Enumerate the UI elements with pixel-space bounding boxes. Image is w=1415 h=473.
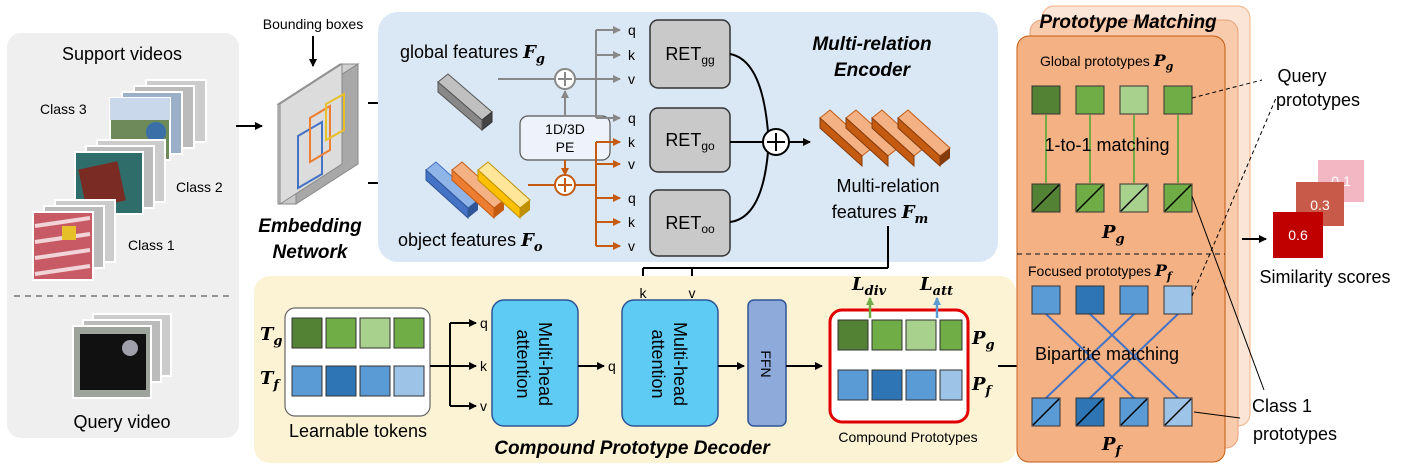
ffn-box: [747, 299, 787, 427]
pe-line1: 1D/3D: [545, 121, 585, 137]
support-videos-title: Support videos: [62, 44, 182, 64]
class1-label: Class 1: [128, 237, 175, 253]
multi-relation-line2: features Fm: [832, 202, 929, 227]
compound-cells-global: [837, 319, 963, 351]
multi-relation-line1: Multi-relation: [836, 176, 939, 196]
svg-text:v: v: [628, 71, 635, 87]
svg-text:q: q: [628, 22, 636, 38]
object-feature-bars: [425, 161, 531, 220]
global-prototypes-label: Global prototypes Pg: [1040, 51, 1174, 73]
encoder-title-line1: Multi-relation: [812, 34, 931, 55]
l-div-label: Ldiv: [851, 274, 887, 299]
class1-prototypes-line2: prototypes: [1253, 424, 1337, 444]
svg-text:v: v: [628, 238, 635, 254]
query-prototypes-line1: Query: [1277, 66, 1326, 86]
query-prototypes-line2: prototypes: [1276, 90, 1360, 110]
global-adder-lines: [498, 26, 621, 122]
ret-oo-box: [649, 189, 731, 257]
ret-sum-node: [762, 128, 790, 156]
ret-go-box: [649, 107, 731, 173]
bipartite-label: Bipartite matching: [1035, 344, 1179, 364]
focused-prototypes-label: Focused prototypes Pf: [1028, 261, 1174, 283]
decoder-k-label: k: [640, 285, 648, 301]
mha1-line1: Multi-head: [535, 322, 555, 406]
svg-text:k: k: [628, 214, 636, 230]
decoder-title: Compound Prototype Decoder: [494, 438, 771, 459]
decoder-v-label: v: [689, 285, 696, 301]
matching-green-lines: [1045, 115, 1179, 183]
svg-text:k: k: [628, 134, 636, 150]
pe-line2: PE: [556, 139, 575, 155]
compound-cells-focused: [837, 369, 963, 401]
mha2-box: [621, 299, 719, 427]
token-cells-global: [291, 317, 425, 349]
ret-sum-lines: [729, 53, 769, 223]
svg-text:q: q: [628, 190, 636, 206]
matching-blue-lines: [1045, 313, 1179, 399]
matching-pg-label: Pg: [1101, 222, 1125, 247]
mha1-q-label: q: [480, 315, 488, 331]
tg-label: Tg: [260, 324, 283, 349]
multi-relation-feature-bars: [819, 109, 951, 168]
mha1-v-label: v: [480, 398, 487, 414]
compound-prototypes-label: Compound Prototypes: [838, 429, 977, 445]
tf-label: Tf: [260, 368, 281, 393]
compound-pf-label: Pf: [971, 374, 994, 399]
encoder-title-line2: Encoder: [834, 60, 912, 81]
mha2-line2: attention: [648, 329, 668, 398]
mha1-line2: attention: [513, 329, 533, 398]
token-cells-focused: [291, 365, 425, 397]
score-high-box: [1273, 212, 1323, 258]
similarity-scores-label: Similarity scores: [1259, 267, 1390, 287]
class1-prototype-pointers: [1191, 195, 1265, 419]
svg-text:q: q: [628, 110, 636, 126]
embedding-title-line2: Network: [273, 242, 349, 263]
support-focused-cells: [1031, 397, 1193, 427]
global-features-label: global features Fg: [400, 42, 545, 67]
class2-label: Class 2: [176, 179, 223, 195]
query-video-frames: [72, 313, 172, 399]
one-to-one-label: 1-to-1 matching: [1044, 135, 1169, 155]
matching-pf-label: Pf: [1101, 434, 1124, 459]
tokens-to-mha1-arrows: [430, 319, 477, 410]
object-features-label: object features Fo: [398, 230, 543, 255]
ffn-label: FFN: [758, 350, 774, 377]
compound-pg-label: Pg: [971, 328, 995, 353]
embedding-title-line1: Embedding: [258, 216, 362, 237]
score-mid-value: 0.3: [1310, 197, 1330, 213]
mha2-line1: Multi-head: [670, 322, 690, 406]
score-high-value: 0.6: [1288, 227, 1308, 243]
learnable-tokens-label: Learnable tokens: [289, 421, 427, 441]
bounding-boxes-label: Bounding boxes: [263, 16, 363, 32]
query-global-cells: [1031, 85, 1193, 115]
class3-label: Class 3: [40, 101, 87, 117]
query-video-title: Query video: [73, 412, 170, 432]
global-feature-bar: [437, 73, 493, 132]
class1-video-frames: [32, 199, 116, 281]
svg-text:v: v: [628, 156, 635, 172]
ret-oo-label: REToo: [665, 213, 715, 236]
qkv-labels-encoder: q k v q k v q k v: [628, 22, 636, 254]
matching-panel: [1016, 35, 1226, 463]
matching-title: Prototype Matching: [1039, 12, 1217, 33]
query-focused-cells: [1031, 285, 1193, 315]
ret-gg-label: RETgg: [665, 44, 714, 67]
class1-prototypes-line1: Class 1: [1252, 396, 1312, 416]
support-global-cells: [1031, 183, 1193, 213]
embedding-network-block: [276, 63, 360, 205]
mha1-k-label: k: [480, 358, 488, 374]
l-att-label: Latt: [919, 274, 953, 299]
query-prototype-pointers: [1191, 79, 1277, 297]
object-adder-lines: [528, 138, 621, 250]
mha2-q-label: q: [608, 358, 616, 374]
svg-text:k: k: [628, 47, 636, 63]
ret-go-label: RETgo: [665, 130, 715, 153]
mha1-box: [491, 299, 579, 427]
